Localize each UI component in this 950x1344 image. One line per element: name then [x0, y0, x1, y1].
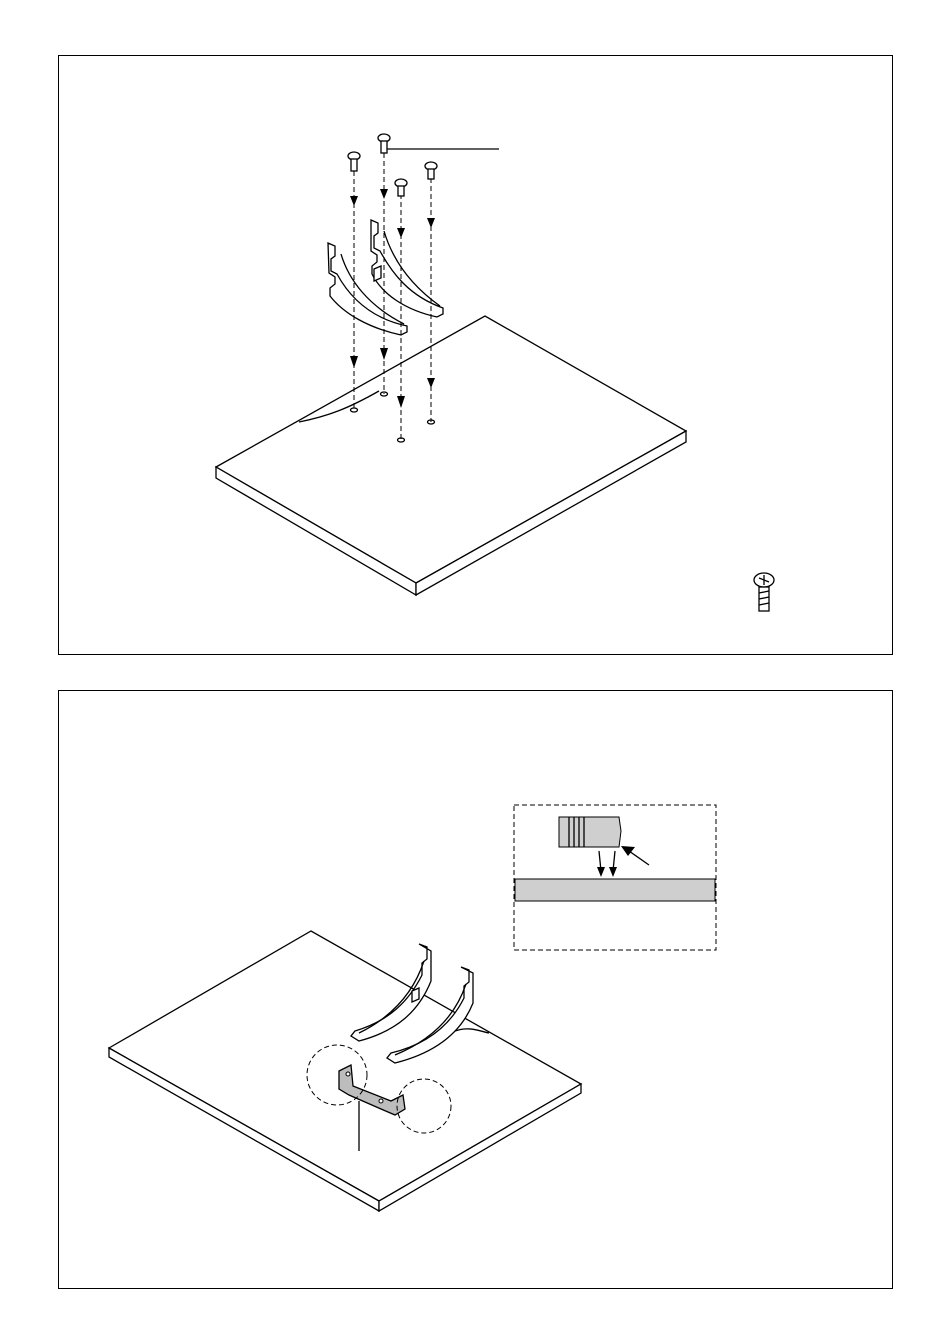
shelf-panel [216, 316, 686, 595]
step-1-illustration [59, 56, 894, 656]
screw-2 [378, 134, 390, 153]
assembly-step-1-panel [58, 55, 893, 655]
bracket-right [371, 220, 443, 317]
screw-icon [754, 573, 774, 611]
screw-4 [425, 162, 437, 179]
step-2-illustration [59, 691, 894, 1290]
inset-arrows [597, 846, 649, 877]
detail-inset [514, 805, 716, 950]
screw-path-1 [350, 171, 358, 410]
inset-clip [559, 817, 621, 847]
assembly-step-2-panel [58, 690, 893, 1289]
screw-3 [395, 179, 407, 196]
screw-1 [348, 152, 360, 171]
